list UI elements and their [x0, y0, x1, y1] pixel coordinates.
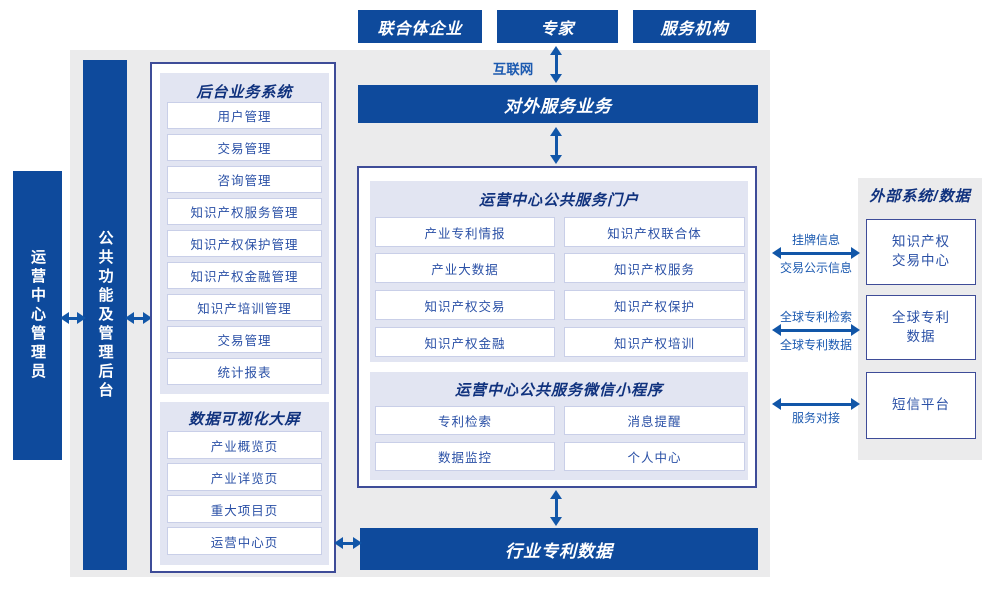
arrow-global-patent	[772, 323, 860, 337]
operator-admin-label: 运营中心管理员	[29, 249, 46, 382]
miniprogram-item-message-alert: 消息提醒	[564, 406, 745, 435]
arrow-service-to-portal	[549, 127, 563, 164]
label-trade-publicity-info: 交易公示信息	[779, 261, 852, 275]
miniprogram-panel: 运营中心公共服务微信小程序 专利检索 消息提醒 数据监控 个人中心	[370, 372, 748, 480]
operator-admin-bar: 运营中心管理员	[13, 171, 62, 460]
arrow-portal-to-industry-data	[549, 490, 563, 526]
sms-platform-box: 短信平台	[866, 372, 976, 439]
backend-system-panel: 后台业务系统 用户管理 交易管理 咨询管理 知识产权服务管理 知识产权保护管理 …	[160, 73, 329, 394]
arrow-dashboard-to-industry-data	[334, 536, 362, 550]
arrow-admin-to-function	[60, 311, 86, 325]
dashboard-panel: 数据可视化大屏 产业概览页 产业详览页 重大项目页 运营中心页	[160, 402, 329, 565]
backend-item-trade-mgmt: 交易管理	[167, 134, 322, 161]
portal-item-ip-finance: 知识产权金融	[375, 327, 555, 357]
arrow-function-to-backend	[125, 311, 152, 325]
public-function-bar: 公共功能及管理后台	[83, 60, 127, 570]
industry-patent-data-bar: 行业专利数据	[360, 528, 758, 570]
dashboard-item-operation-center: 运营中心页	[167, 527, 322, 555]
portal-item-industry-patent-intel: 产业专利情报	[375, 217, 555, 247]
portal-item-ip-training: 知识产权培训	[564, 327, 745, 357]
arrow-listing-info	[772, 246, 860, 260]
actor-label: 服务机构	[660, 20, 729, 38]
backend-item-ip-finance-mgmt: 知识产权金融管理	[167, 262, 322, 289]
portal-container: 运营中心公共服务门户 产业专利情报 知识产权联合体 产业大数据 知识产权服务 知…	[357, 166, 757, 488]
dashboard-item-industry-overview: 产业概览页	[167, 431, 322, 459]
ip-trading-center-line2: 交易中心	[892, 253, 950, 268]
global-patent-data-box: 全球专利 数据	[866, 295, 976, 360]
external-service-bar: 对外服务业务	[358, 85, 758, 123]
dashboard-item-industry-detail: 产业详览页	[167, 463, 322, 491]
backend-system-title: 后台业务系统	[196, 84, 293, 101]
ip-trading-center-line1: 知识产权	[892, 234, 950, 250]
portal-item-ip-protection: 知识产权保护	[564, 290, 745, 320]
portal-title: 运营中心公共服务门户	[478, 192, 639, 209]
actor-experts-box: 专家	[497, 10, 618, 43]
backend-dashboard-container: 后台业务系统 用户管理 交易管理 咨询管理 知识产权服务管理 知识产权保护管理 …	[150, 62, 336, 573]
backend-item-ip-service-mgmt: 知识产权服务管理	[167, 198, 322, 225]
global-patent-data-line2: 数据	[906, 328, 936, 344]
backend-item-stats-report: 统计报表	[167, 358, 322, 385]
miniprogram-item-patent-search: 专利检索	[375, 406, 555, 435]
dashboard-item-major-projects: 重大项目页	[167, 495, 322, 523]
industry-patent-data-label: 行业专利数据	[505, 541, 613, 561]
ip-trading-center-box: 知识产权 交易中心	[866, 219, 976, 285]
internet-double-arrow	[549, 46, 563, 83]
global-patent-data-line1: 全球专利	[892, 309, 950, 325]
portal-item-ip-consortium: 知识产权联合体	[564, 217, 745, 247]
actor-service-agencies-box: 服务机构	[633, 10, 756, 43]
backend-item-ip-training-mgmt: 知识产培训管理	[167, 294, 322, 321]
backend-item-user-mgmt: 用户管理	[167, 102, 322, 129]
actor-consortium-enterprises-box: 联合体企业	[358, 10, 482, 43]
miniprogram-title: 运营中心公共服务微信小程序	[454, 382, 663, 399]
portal-item-ip-service: 知识产权服务	[564, 253, 745, 283]
external-systems-title: 外部系统/数据	[869, 188, 971, 205]
backend-item-consult-mgmt: 咨询管理	[167, 166, 322, 193]
miniprogram-item-data-monitor: 数据监控	[375, 442, 555, 471]
label-global-patent-data: 全球专利数据	[779, 338, 852, 352]
actor-label: 联合体企业	[377, 20, 463, 38]
label-listing-info: 挂牌信息	[791, 233, 840, 247]
backend-item-ip-protection-mgmt: 知识产权保护管理	[167, 230, 322, 257]
backend-item-trade-mgmt-2: 交易管理	[167, 326, 322, 353]
actor-label: 专家	[540, 20, 575, 38]
label-service-connect: 服务对接	[791, 411, 840, 425]
portal-item-ip-trading: 知识产权交易	[375, 290, 555, 320]
portal-item-industry-bigdata: 产业大数据	[375, 253, 555, 283]
dashboard-title: 数据可视化大屏	[188, 411, 301, 428]
arrow-service-connect	[772, 397, 860, 411]
label-global-patent-search: 全球专利检索	[779, 310, 852, 324]
sms-platform-line1: 短信平台	[892, 397, 950, 413]
external-systems-panel: 外部系统/数据 知识产权 交易中心 全球专利 数据 短信平台	[858, 178, 982, 460]
public-function-label: 公共功能及管理后台	[96, 229, 114, 401]
external-service-label: 对外服务业务	[504, 96, 612, 116]
portal-panel: 运营中心公共服务门户 产业专利情报 知识产权联合体 产业大数据 知识产权服务 知…	[370, 181, 748, 362]
internet-label: 互联网	[492, 62, 534, 77]
miniprogram-item-personal-center: 个人中心	[564, 442, 745, 471]
